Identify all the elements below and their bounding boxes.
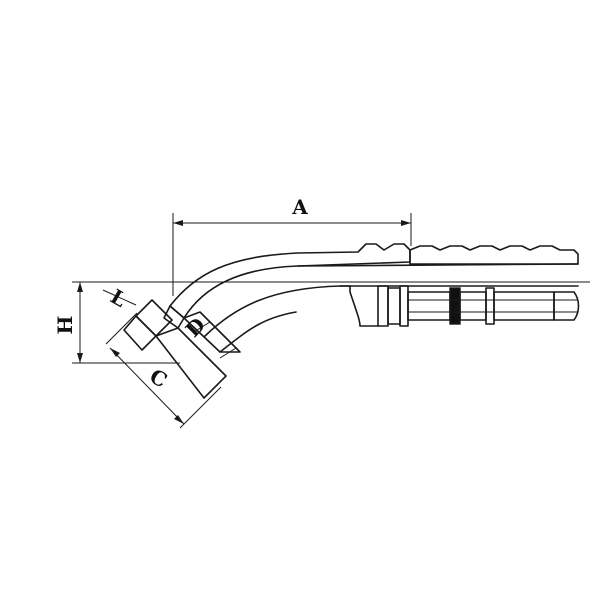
dimension-c-arrow-right [174,415,184,424]
tail-end-cap [553,291,580,321]
dimension-h-label: H [53,316,77,335]
collar-1 [377,285,389,327]
flange-end [123,299,241,399]
dimension-c-extension-left [105,312,138,345]
tail-ring [485,287,495,325]
dimension-h: H [53,281,590,364]
dimension-c-extension-right [179,386,222,429]
bend-outer-lower [204,285,351,337]
dimension-c-line [109,347,185,425]
dimension-a: A [172,195,412,296]
fitting-lower-body [204,285,580,353]
dark-band [449,287,461,325]
fitting-tail [297,245,579,267]
dimension-l-line [102,289,137,306]
bend-inner-curve [219,311,297,353]
nut-face [135,299,173,337]
dimension-h-arrow-top [77,282,83,292]
dimension-a-arrow-left [173,220,183,226]
shank [407,291,451,321]
dimension-l-label: L [106,284,130,312]
tail-segment-2 [493,291,555,321]
flange-inner-detail [193,321,237,359]
barbed-tail-top [409,245,579,265]
dimension-h-arrow-bottom [77,353,83,363]
dimension-a-label: A [291,195,308,219]
collar-2 [387,287,401,325]
flange-plate [155,327,227,399]
collar-3 [399,285,409,327]
hatched-wall [169,243,411,319]
dimension-c-arrow-left [110,348,120,357]
bore-top-line [297,263,579,267]
dimension-l: L [102,284,137,312]
tail-segment-1 [459,291,487,321]
body-lower-neck [349,285,379,327]
flange-bore [183,311,241,353]
dimension-a-arrow-right [401,220,411,226]
